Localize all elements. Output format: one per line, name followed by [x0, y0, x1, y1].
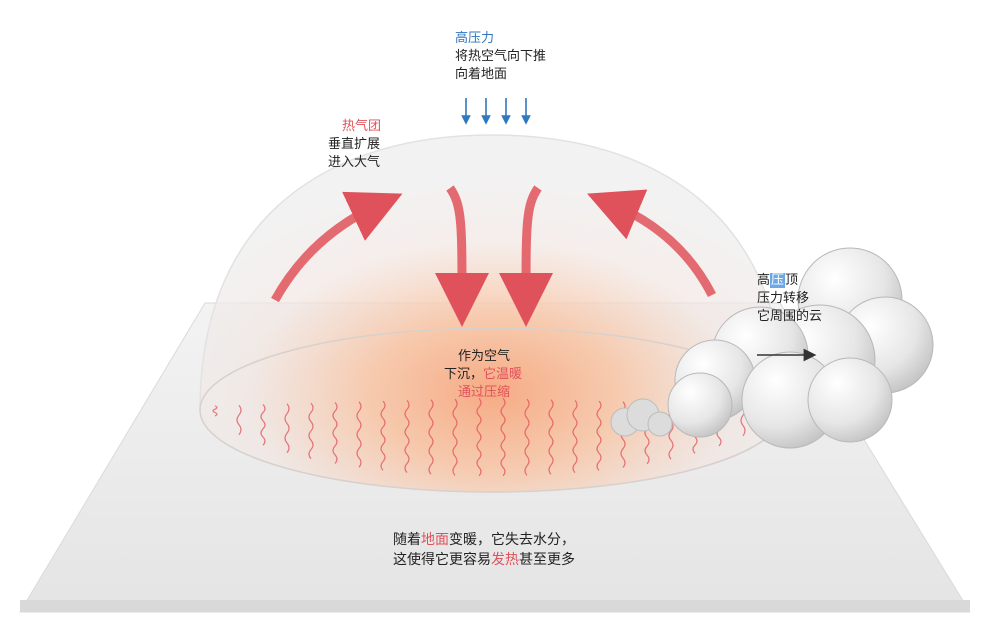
ground-drying-line2-a: 这使得它更容易 [393, 552, 491, 568]
ground-drying-line1: 随着地面变暖，它失去水分， [393, 530, 575, 550]
sinking-arrow-left [434, 185, 489, 327]
heat-wave-icon [212, 405, 218, 417]
high-pressure-line1: 将热空气向下推 [455, 49, 547, 64]
small-cloud-icon [610, 398, 673, 437]
label-cloud-shift: 高压顶 压力转移 它周围的云 [757, 272, 822, 326]
heat-wave-icon [572, 400, 578, 474]
heat-wave-icon [380, 400, 386, 471]
sinking-air-line2-a: 下沉， [444, 367, 484, 382]
heat-wave-icon [548, 399, 554, 475]
heat-wave-icon [596, 400, 602, 471]
heat-wave-icon [260, 404, 266, 446]
cloud-shift-line2: 压力转移 [757, 291, 810, 306]
heat-wave-icon [452, 398, 458, 476]
heat-wave-icon [428, 399, 434, 475]
label-sinking-air: 作为空气 下沉，它温暖 通过压缩 [444, 348, 522, 402]
ground-edge [20, 600, 970, 612]
label-heat-dome: 热气团 垂直扩展 进入大气 [328, 118, 381, 172]
label-high-pressure: 高压力 将热空气向下推 向着地面 [455, 30, 546, 84]
high-pressure-title: 高压力 [455, 31, 495, 46]
pressure-down-arrow-icon [461, 98, 531, 125]
heat-dome [199, 134, 786, 493]
heat-wave-icon [404, 400, 410, 473]
label-ground-drying: 随着地面变暖，它失去水分， 这使得它更容易发热甚至更多 [393, 530, 575, 570]
ground-drying-line1-a: 随着 [393, 532, 421, 548]
ground-drying-line1-c: 变暖，它失去水分， [449, 532, 575, 548]
heat-dome-line1: 垂直扩展 [328, 137, 381, 152]
ground-drying-line1-b: 地面 [421, 532, 449, 548]
cloud-shift-line1: 高压顶 [757, 272, 822, 290]
ground-drying-line2-b: 发热 [491, 552, 519, 568]
heat-wave-icon [524, 398, 530, 476]
ground-drying-line2: 这使得它更容易发热甚至更多 [393, 550, 575, 570]
heat-wave-icon [236, 404, 242, 436]
sinking-arrow-right [499, 185, 554, 327]
heat-wave-icon [476, 397, 482, 477]
cloud-shift-line1-b: 压 [770, 273, 786, 288]
sinking-air-line1: 作为空气 [458, 349, 511, 364]
ground-drying-line2-c: 甚至更多 [519, 552, 575, 568]
heat-wave-icon [332, 402, 338, 464]
heat-rising-arrow-left [271, 191, 403, 303]
heat-wave-icon [308, 402, 314, 460]
heat-wave-icon [500, 397, 506, 477]
heat-rising-arrow-right [587, 189, 717, 298]
cloud-shift-line1-c: 顶 [785, 273, 799, 288]
heat-wave-icon [284, 403, 290, 454]
heat-wave-icon [356, 401, 362, 468]
high-pressure-line2: 向着地面 [455, 67, 508, 82]
heat-dome-line2: 进入大气 [328, 155, 381, 170]
sinking-air-line2: 下沉，它温暖 [444, 366, 522, 384]
sinking-air-line2-b: 它温暖 [483, 367, 523, 382]
sinking-air-line3: 通过压缩 [458, 385, 511, 400]
cloud-shift-line1-a: 高 [757, 273, 771, 288]
cloud-shift-line3: 它周围的云 [757, 309, 823, 324]
heat-dome-title: 热气团 [342, 119, 382, 134]
